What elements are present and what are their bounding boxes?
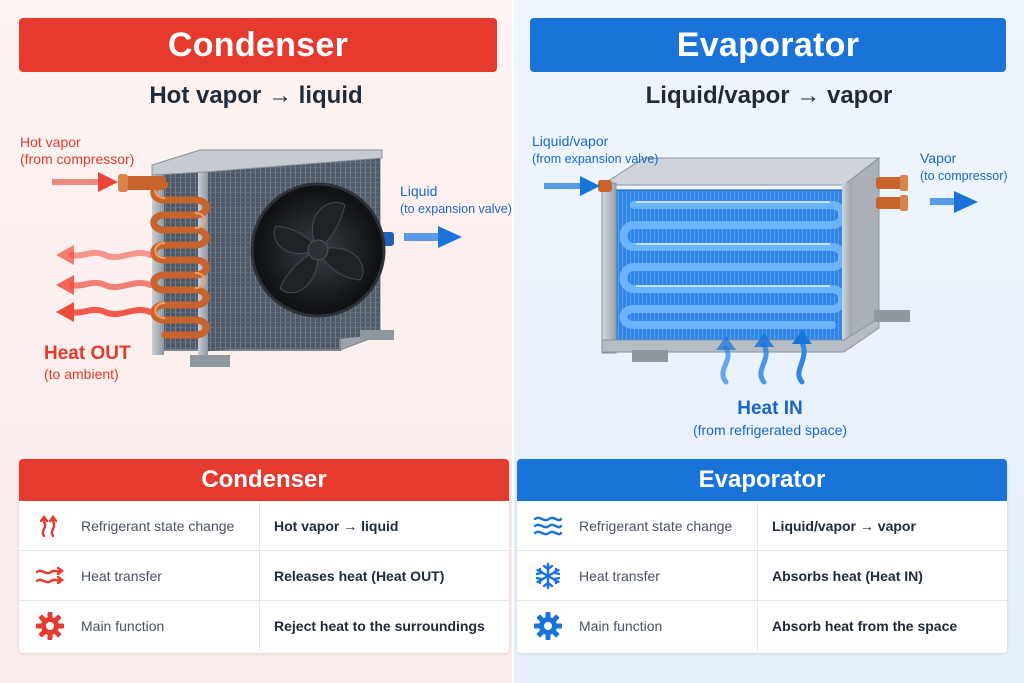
table-row: Refrigerant state change Hot vapor → liq…: [19, 501, 509, 551]
evaporator-inlet-sub: (from expansion valve): [532, 152, 659, 166]
evaporator-panel: Evaporator Liquid/vapor → vapor: [512, 0, 1024, 683]
waves-icon: [517, 515, 579, 537]
gear-icon: [517, 611, 579, 641]
row-value: Hot vapor → liquid: [274, 517, 399, 534]
heat-out-arrows: [69, 249, 153, 317]
row-key: Heat transfer: [579, 567, 660, 584]
evaporator-table: Evaporator Refrigerant state change Liqu…: [517, 459, 1007, 653]
table-row: Main function Absorb heat from the space: [517, 601, 1007, 651]
condenser-illustration: [52, 149, 462, 367]
evaporator-inlet-label: Liquid/vapor: [532, 133, 609, 149]
row-value: Absorb heat from the space: [772, 618, 958, 634]
evaporator-heat-sub: (from refrigerated space): [692, 422, 848, 438]
snowflake-icon: [517, 562, 579, 590]
table-row: Heat transfer Releases heat (Heat OUT): [19, 551, 509, 601]
heat-in-arrows: [720, 339, 807, 385]
condenser-table-title: Condenser: [19, 459, 509, 501]
evaporator-outlet-sub: (to compressor): [920, 169, 1008, 183]
heat-waves-icon: [19, 514, 81, 538]
table-row: Heat transfer Absorbs heat (Heat IN): [517, 551, 1007, 601]
evaporator-outlet-label: Vapor: [920, 150, 957, 166]
condenser-subtitle: Hot vapor → liquid: [149, 82, 363, 109]
row-key: Main function: [579, 618, 663, 634]
evaporator-illustration: [544, 156, 978, 385]
gear-icon: [19, 611, 81, 641]
evaporator-subtitle: Liquid/vapor → vapor: [645, 82, 893, 109]
condenser-heat-sub: (to ambient): [44, 366, 119, 382]
condenser-heat-label: Heat OUT: [44, 343, 131, 364]
row-value: Liquid/vapor → vapor: [772, 517, 916, 534]
condenser-outlet-sub: (to expansion valve): [400, 202, 512, 216]
heat-flow-icon: [19, 566, 81, 586]
condenser-inlet-label: Hot vapor: [20, 134, 81, 150]
table-row: Refrigerant state change Liquid/vapor → …: [517, 501, 1007, 551]
condenser-title: Condenser: [19, 18, 497, 72]
row-key: Refrigerant state change: [579, 517, 733, 534]
inlet-arrow: [52, 172, 118, 192]
evaporator-title: Evaporator: [530, 18, 1006, 72]
evaporator-table-title: Evaporator: [517, 459, 1007, 501]
condenser-inlet-sub: (from compressor): [20, 151, 135, 167]
row-key: Heat transfer: [81, 567, 162, 584]
row-value: Absorbs heat (Heat IN): [772, 567, 923, 584]
evaporator-heat-label: Heat IN: [737, 398, 803, 419]
condenser-panel: Condenser Hot vapor → liquid: [0, 0, 512, 683]
table-row: Main function Reject heat to the surroun…: [19, 601, 509, 651]
row-value: Reject heat to the surroundings: [274, 618, 485, 634]
outlet-arrow: [404, 226, 462, 248]
condenser-table: Condenser Refrigerant state change Hot v…: [19, 459, 509, 653]
row-key: Main function: [81, 618, 165, 634]
row-key: Refrigerant state change: [81, 517, 235, 534]
condenser-outlet-label: Liquid: [400, 183, 438, 199]
row-value: Releases heat (Heat OUT): [274, 567, 445, 584]
